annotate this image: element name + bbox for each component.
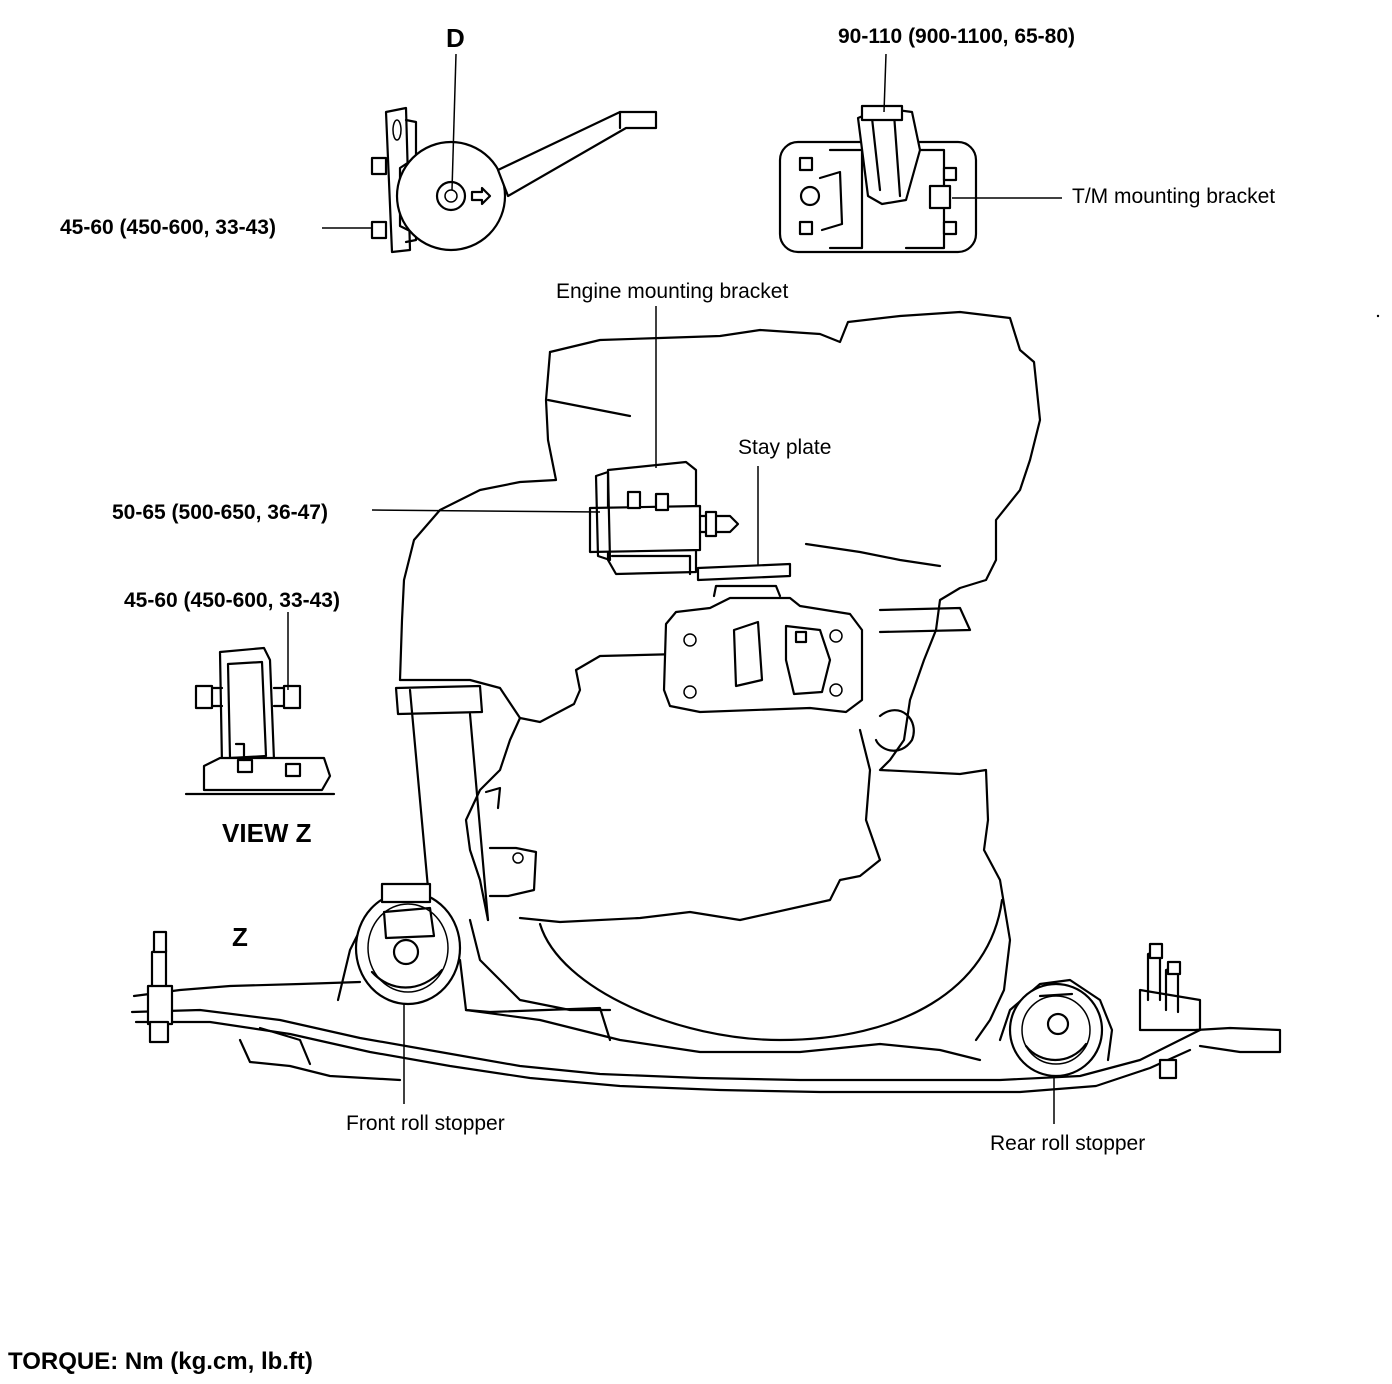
torque-label-d: 45-60 (450-600, 33-43)	[60, 216, 276, 239]
engine-mounting-bracket-drawing	[588, 460, 740, 576]
view-z-title: VIEW Z	[222, 818, 312, 848]
tm-mounting-bracket-drawing	[778, 104, 978, 254]
view-z-drawing	[184, 646, 336, 796]
rear-roll-stopper-label: Rear roll stopper	[990, 1132, 1146, 1155]
crossmember-drawing	[130, 930, 1282, 1094]
engine-mounting-bracket-label: Engine mounting bracket	[556, 280, 789, 303]
torque-label-view-z: 45-60 (450-600, 33-43)	[124, 589, 340, 612]
leader-torque-engine	[371, 509, 601, 513]
engine-transaxle-outline	[394, 310, 1042, 1042]
stay-plate-label: Stay plate	[738, 436, 832, 459]
leader-d	[451, 53, 457, 191]
torque-label-tm: 90-110 (900-1100, 65-80)	[838, 25, 1076, 48]
leader-torque-tm	[883, 53, 887, 113]
stay-plate-drawing	[696, 562, 792, 582]
z-marker: Z	[232, 922, 248, 952]
torque-label-engine: 50-65 (500-650, 36-47)	[112, 501, 328, 524]
tm-mount-plate-drawing	[662, 584, 864, 714]
tm-mounting-bracket-label: T/M mounting bracket	[1072, 185, 1276, 208]
detail-d-label: D	[446, 23, 465, 53]
torque-units: Nm (kg.cm, lb.ft)	[124, 1348, 313, 1375]
speck	[1376, 314, 1380, 318]
front-roll-stopper-drawing	[336, 882, 468, 1012]
torque-prefix: TORQUE:	[8, 1348, 119, 1375]
torque-units-footer: TORQUE: Nm (kg.cm, lb.ft)	[8, 1350, 313, 1374]
rear-roll-stopper-drawing	[998, 978, 1114, 1078]
detail-d-mount	[370, 106, 658, 254]
front-roll-stopper-label: Front roll stopper	[346, 1112, 505, 1135]
